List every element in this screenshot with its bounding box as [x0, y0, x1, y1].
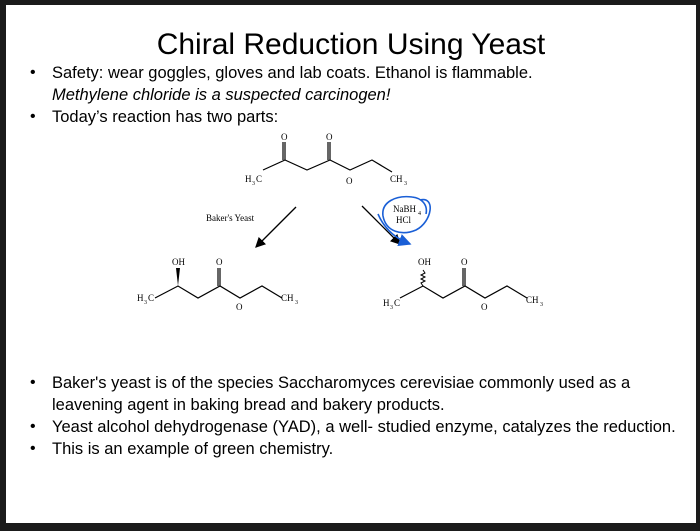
svg-text:3: 3 [252, 181, 255, 187]
bottom-bullet-list: Baker's yeast is of the species Saccharo… [28, 372, 678, 460]
sm-ether-oxygen: O [346, 176, 353, 186]
left-product-structure [154, 268, 283, 299]
svg-text:3: 3 [404, 181, 407, 187]
bullet-two-parts-text: Today’s reaction has two parts: [52, 108, 279, 126]
annotation-circle [382, 195, 431, 234]
sm-ketone-oxygen: O [281, 132, 288, 142]
svg-text:4: 4 [418, 211, 421, 217]
left-product-hydroxyl: OH [172, 257, 185, 267]
svg-text:C: C [394, 298, 400, 308]
sm-ester-oxygen: O [326, 132, 333, 142]
svg-text:C: C [256, 174, 262, 184]
svg-text:H: H [383, 298, 390, 308]
left-product-ester-oxygen: O [216, 257, 223, 267]
slide: Chiral Reduction Using Yeast Safety: wea… [6, 5, 696, 523]
bullet-safety: Safety: wear goggles, gloves and lab coa… [28, 62, 628, 106]
arrow-nabh4 [361, 205, 401, 245]
bullet-safety-text: Safety: wear goggles, gloves and lab coa… [52, 64, 533, 82]
bullet-bakers-yeast: Baker's yeast is of the species Saccharo… [28, 372, 678, 416]
svg-text:C: C [148, 293, 154, 303]
svg-text:3: 3 [144, 300, 147, 306]
bullet-safety-warning: Methylene chloride is a suspected carcin… [52, 86, 391, 104]
svg-text:CH: CH [390, 174, 403, 184]
annotation-arrow [377, 213, 412, 247]
svg-text:H: H [137, 293, 144, 303]
svg-text:3: 3 [540, 302, 543, 308]
svg-text:3: 3 [390, 305, 393, 311]
svg-text:H: H [245, 174, 252, 184]
right-product-structure [399, 268, 528, 299]
svg-text:CH: CH [526, 295, 539, 305]
svg-text:3: 3 [295, 300, 298, 306]
arrow-bakers-yeast [255, 206, 297, 248]
slide-title: Chiral Reduction Using Yeast [156, 28, 546, 61]
svg-text:NaBH: NaBH [393, 204, 416, 214]
starting-material-structure [262, 142, 393, 173]
bullet-two-parts: Today’s reaction has two parts: [28, 106, 628, 128]
bullet-green-chemistry: This is an example of green chemistry. [28, 438, 678, 460]
right-product-ester-oxygen: O [461, 257, 468, 267]
top-bullet-list: Safety: wear goggles, gloves and lab coa… [28, 62, 628, 128]
right-product-hydroxyl: OH [418, 257, 431, 267]
bullet-yad: Yeast alcohol dehydrogenase (YAD), a wel… [28, 416, 678, 438]
svg-text:CH: CH [281, 293, 294, 303]
reagent-hcl: HCl [396, 215, 412, 225]
reagent-bakers-yeast: Baker's Yeast [206, 213, 255, 223]
right-product-ether-oxygen: O [481, 302, 488, 312]
left-product-ether-oxygen: O [236, 302, 243, 312]
